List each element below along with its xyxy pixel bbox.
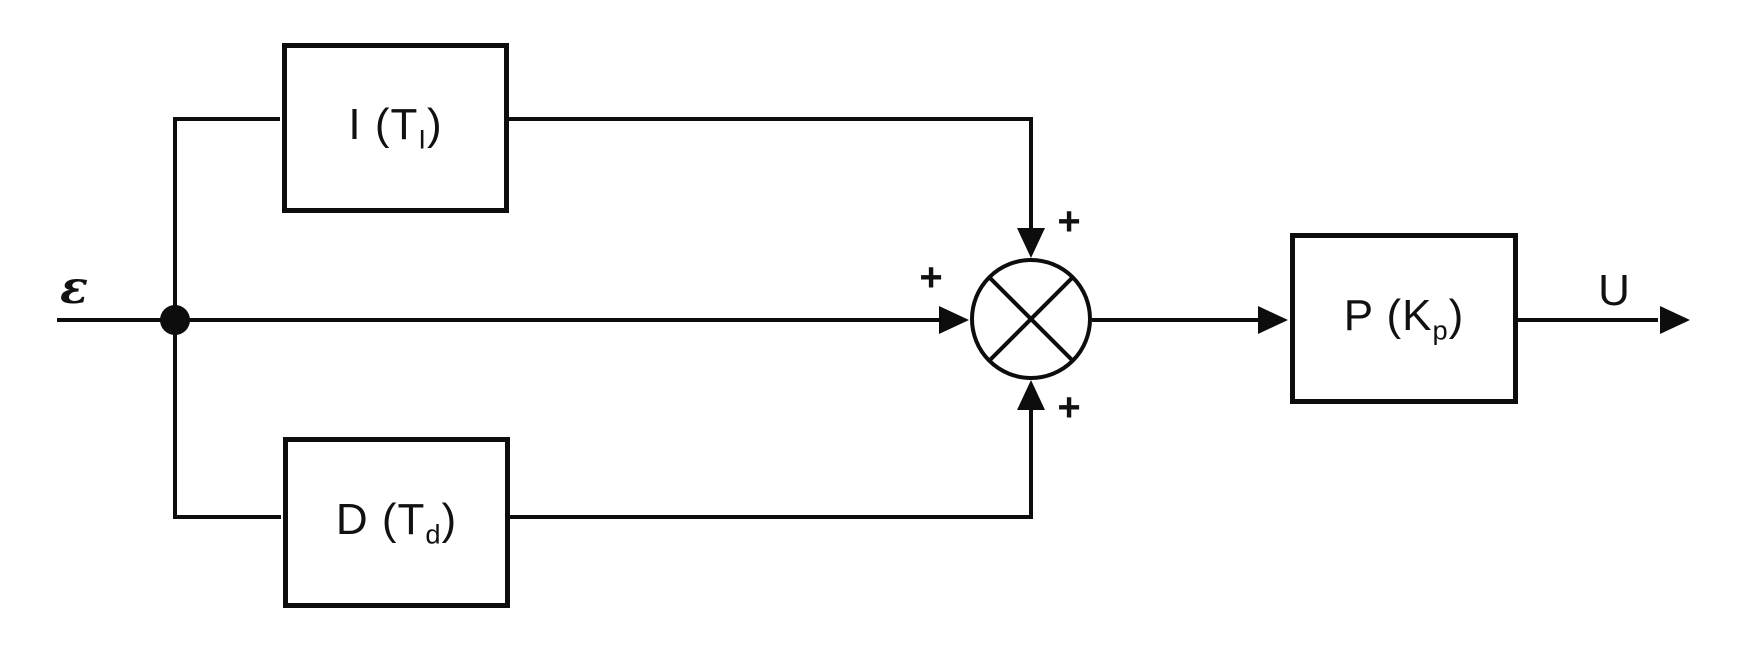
- arrowhead-into-proportional: [1258, 306, 1288, 334]
- proportional-block-label: P (Kp): [1343, 290, 1465, 346]
- integral-to-sum-line: [509, 117, 1033, 232]
- arrowhead-bottom-into-sum: [1017, 380, 1045, 410]
- branch-to-integral-line: [173, 117, 280, 320]
- proportional-block: P (Kp): [1290, 233, 1518, 404]
- output-signal-label: U: [1598, 266, 1630, 315]
- arrowhead-middle-into-sum: [939, 306, 969, 334]
- derivative-block-label: D (Td): [335, 494, 458, 550]
- plus-sign-bottom: +: [1057, 385, 1081, 430]
- integral-block-label: I (TI): [348, 100, 443, 155]
- integral-block: I (TI): [282, 43, 509, 213]
- derivative-to-sum-line: [510, 407, 1033, 519]
- plus-sign-top: +: [1057, 199, 1081, 244]
- branch-node-dot: [160, 305, 190, 335]
- proportional-subscript: p: [1432, 314, 1449, 346]
- plus-sign-middle: +: [919, 255, 943, 300]
- arrowhead-output: [1660, 306, 1690, 334]
- input-signal-label: ε: [60, 260, 88, 314]
- arrowhead-top-into-sum: [1017, 228, 1045, 258]
- summing-junction-cross-line: [987, 275, 1075, 363]
- integral-subscript: I: [418, 123, 427, 155]
- branch-to-derivative-line: [173, 320, 281, 519]
- summing-junction: [970, 258, 1092, 380]
- derivative-subscript: d: [425, 518, 442, 550]
- derivative-block: D (Td): [283, 437, 510, 608]
